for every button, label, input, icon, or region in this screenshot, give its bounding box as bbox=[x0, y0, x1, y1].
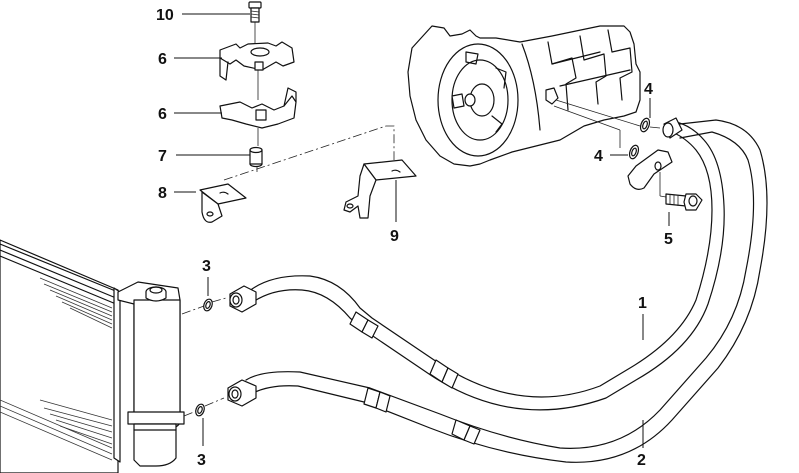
callout-1: 1 bbox=[638, 295, 647, 312]
assembly-line bbox=[223, 125, 395, 181]
line-bracket bbox=[627, 149, 673, 199]
callout-8: 8 bbox=[158, 185, 167, 202]
lower-pipe-clamp-6 bbox=[219, 87, 297, 146]
transmission bbox=[407, 25, 641, 167]
callout-3-upper: 3 bbox=[202, 258, 211, 275]
upper-pipe-clamp-6 bbox=[219, 41, 295, 100]
oil-cooler-radiator bbox=[0, 239, 185, 473]
callout-4-upper: 4 bbox=[644, 81, 653, 98]
callout-7: 7 bbox=[158, 148, 167, 165]
callout-10: 10 bbox=[156, 7, 174, 24]
callout-2: 2 bbox=[637, 452, 646, 469]
assembly-line bbox=[181, 305, 205, 315]
callout-4-lower: 4 bbox=[594, 148, 603, 165]
sealing-ring-4-upper bbox=[639, 117, 661, 133]
sealing-ring-3-upper bbox=[203, 298, 213, 312]
cooler-line-1 bbox=[229, 117, 725, 411]
cooler-line-2 bbox=[227, 119, 768, 463]
leader-lines bbox=[174, 13, 651, 448]
assembly-line bbox=[204, 397, 225, 407]
callout-5: 5 bbox=[664, 231, 673, 248]
callout-3-lower: 3 bbox=[197, 452, 206, 469]
bushing-7 bbox=[249, 146, 263, 172]
bolt-10 bbox=[248, 1, 262, 44]
assembly-line bbox=[211, 297, 227, 303]
sealing-ring-3-lower bbox=[195, 403, 205, 417]
sealing-ring-4-lower bbox=[628, 144, 640, 160]
callout-6-upper: 6 bbox=[158, 51, 167, 68]
callout-9: 9 bbox=[390, 228, 399, 245]
callout-6-lower: 6 bbox=[158, 106, 167, 123]
bolt-5 bbox=[665, 193, 703, 226]
bracket-8 bbox=[199, 183, 247, 223]
bracket-9 bbox=[343, 159, 417, 222]
assembly-line bbox=[183, 411, 195, 417]
